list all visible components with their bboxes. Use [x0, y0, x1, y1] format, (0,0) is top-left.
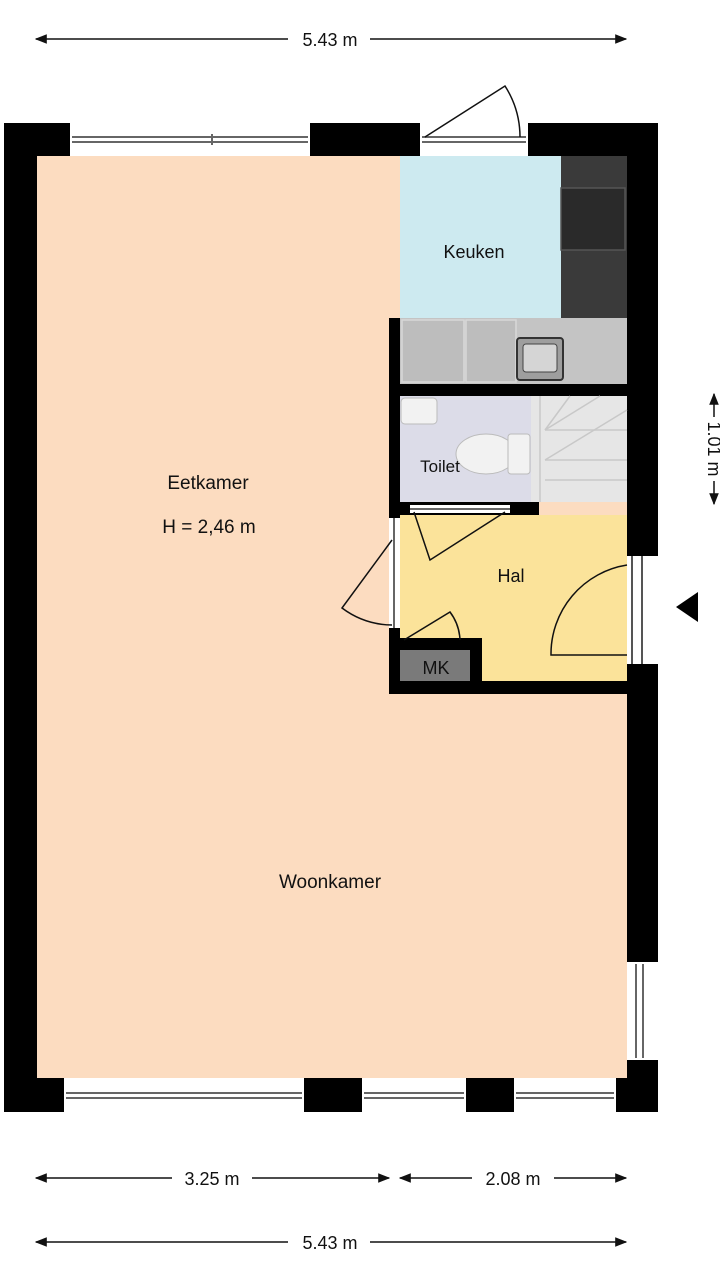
wall-kitchen-toilet [389, 384, 627, 396]
front-door-swing [550, 564, 628, 656]
toilet-tank [507, 433, 531, 475]
window-bottom-1 [64, 1078, 304, 1112]
sink-basin [522, 343, 558, 373]
room-label-keuken: Keuken [443, 242, 504, 262]
mk-door-swing [403, 611, 461, 641]
window-bottom-2 [362, 1078, 466, 1112]
room-height-label: H = 2,46 m [162, 517, 255, 538]
stairs [531, 396, 627, 502]
window-top-left [70, 123, 310, 156]
washbasin [400, 397, 438, 425]
mk-room [400, 650, 470, 681]
room-label-hal: Hal [497, 566, 524, 586]
kitchen-wall [389, 318, 400, 384]
toilet-door-swing [413, 511, 506, 562]
dim-bottom-total: 5.43 m [302, 1233, 357, 1253]
room-label-woonkamer: Woonkamer [279, 872, 382, 893]
dim-right-side: 1.01 m [704, 421, 720, 476]
window-bottom-3 [514, 1078, 616, 1112]
kitchen-door-opening [420, 123, 528, 156]
entrance-arrow-icon [676, 592, 698, 622]
kitchen-door-swing [424, 84, 521, 138]
stair-lines [539, 395, 628, 502]
hall-door-swing [340, 539, 393, 626]
toilet-bowl [455, 433, 517, 475]
room-label-mk: MK [423, 658, 450, 678]
appliance-2 [465, 319, 517, 383]
dim-bottom-right: 2.08 m [485, 1169, 540, 1189]
dim-top: 5.43 m [302, 30, 357, 50]
room-label-toilet: Toilet [420, 457, 460, 476]
appliance-1 [401, 319, 465, 383]
room-label-eetkamer: Eetkamer [167, 473, 249, 494]
dim-bottom-left: 3.25 m [184, 1169, 239, 1189]
cooktop [560, 187, 626, 251]
